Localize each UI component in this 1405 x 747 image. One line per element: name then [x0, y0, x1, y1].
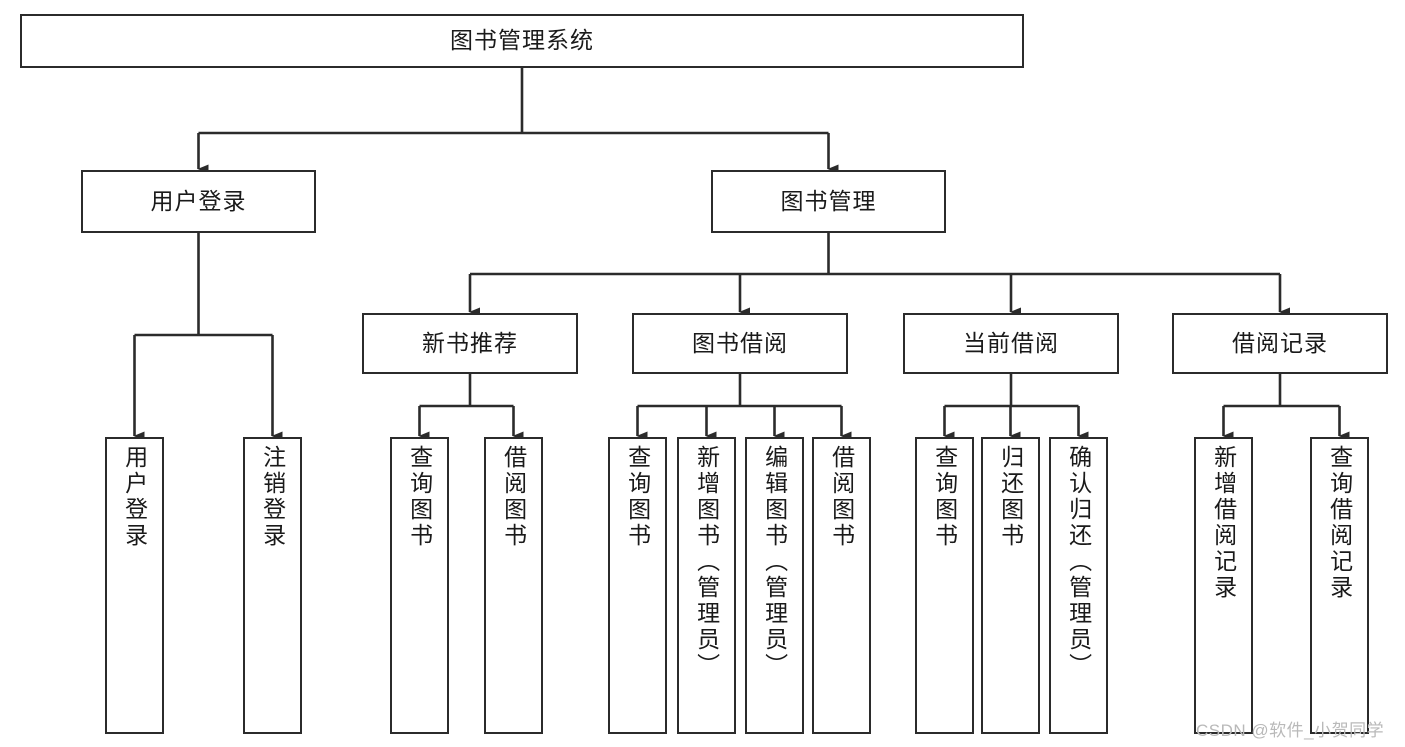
- node-borrow-record[interactable]: 借阅记录: [1172, 313, 1388, 374]
- leaf-query-book-2-label: 查询图书: [624, 445, 651, 549]
- csdn-watermark: CSDN @软件_小贺同学: [1196, 721, 1385, 740]
- leaf-borrow-book-2-label: 借阅图书: [828, 445, 855, 549]
- node-book-borrow-label: 图书借阅: [692, 329, 788, 356]
- leaf-add-book-label: 新增图书（管理员）: [693, 445, 720, 679]
- leaf-edit-book-label: 编辑图书（管理员）: [761, 445, 788, 679]
- leaf-borrow-book-2[interactable]: 借阅图书: [812, 437, 871, 734]
- leaf-query-book-1-label: 查询图书: [406, 445, 433, 549]
- leaf-borrow-book-1[interactable]: 借阅图书: [484, 437, 543, 734]
- node-root[interactable]: 图书管理系统: [20, 14, 1024, 68]
- node-user-login[interactable]: 用户登录: [81, 170, 316, 233]
- node-new-book-rec-label: 新书推荐: [422, 329, 518, 356]
- node-current-borrow-label: 当前借阅: [963, 329, 1059, 356]
- node-borrow-record-label: 借阅记录: [1232, 329, 1328, 356]
- leaf-confirm-return[interactable]: 确认归还（管理员）: [1049, 437, 1108, 734]
- leaf-borrow-book-1-label: 借阅图书: [500, 445, 527, 549]
- leaf-return-book[interactable]: 归还图书: [981, 437, 1040, 734]
- leaf-query-book-3[interactable]: 查询图书: [915, 437, 974, 734]
- node-user-login-label: 用户登录: [150, 187, 247, 214]
- leaf-add-record[interactable]: 新增借阅记录: [1194, 437, 1253, 734]
- leaf-user-login-label: 用户登录: [121, 445, 148, 549]
- leaf-return-book-label: 归还图书: [997, 445, 1024, 549]
- leaf-confirm-return-label: 确认归还（管理员）: [1065, 445, 1092, 679]
- node-book-borrow[interactable]: 图书借阅: [632, 313, 848, 374]
- node-book-manage-label: 图书管理: [780, 187, 877, 214]
- node-root-label: 图书管理系统: [450, 27, 594, 54]
- leaf-edit-book[interactable]: 编辑图书（管理员）: [745, 437, 804, 734]
- node-book-manage[interactable]: 图书管理: [711, 170, 946, 233]
- leaf-query-book-2[interactable]: 查询图书: [608, 437, 667, 734]
- leaf-query-record-label: 查询借阅记录: [1326, 445, 1353, 601]
- leaf-logout-label: 注销登录: [259, 445, 286, 549]
- leaf-query-book-3-label: 查询图书: [931, 445, 958, 549]
- leaf-add-record-label: 新增借阅记录: [1210, 445, 1237, 601]
- leaf-query-book-1[interactable]: 查询图书: [390, 437, 449, 734]
- node-current-borrow[interactable]: 当前借阅: [903, 313, 1119, 374]
- leaf-add-book[interactable]: 新增图书（管理员）: [677, 437, 736, 734]
- leaf-logout[interactable]: 注销登录: [243, 437, 302, 734]
- leaf-query-record[interactable]: 查询借阅记录: [1310, 437, 1369, 734]
- node-new-book-rec[interactable]: 新书推荐: [362, 313, 578, 374]
- leaf-user-login[interactable]: 用户登录: [105, 437, 164, 734]
